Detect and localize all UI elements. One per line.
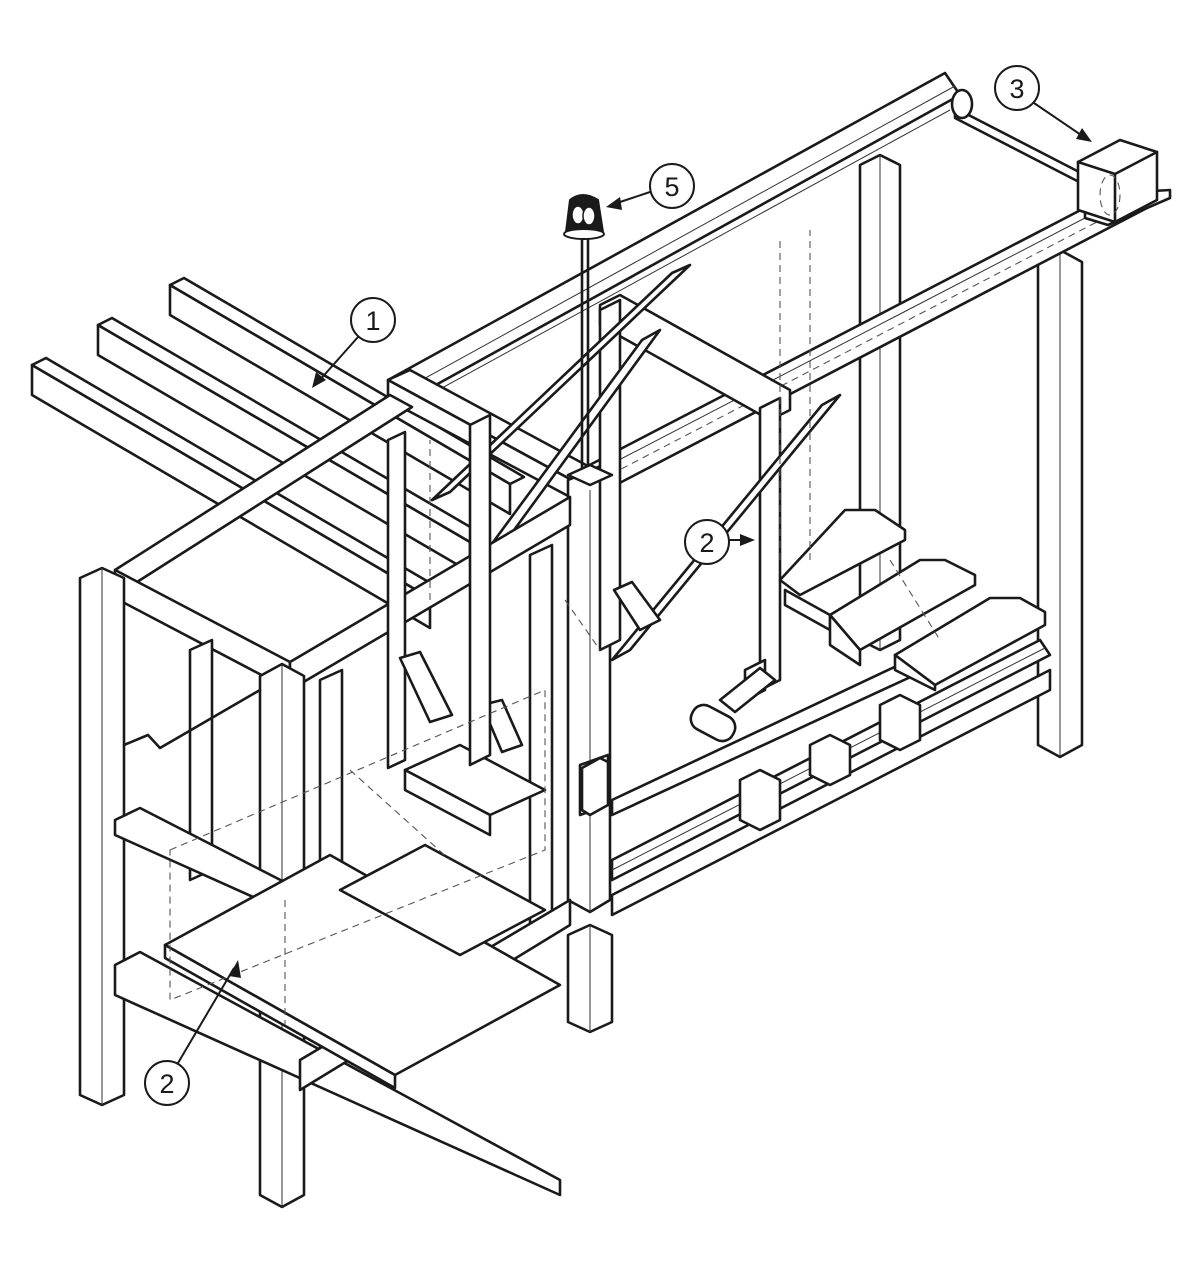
overhead-beams xyxy=(30,276,526,630)
callout-5: 5 xyxy=(606,163,695,210)
callout-3-label: 3 xyxy=(1009,74,1024,104)
hammer-lever xyxy=(689,658,777,743)
callout-3: 3 xyxy=(994,65,1092,142)
warning-beacon xyxy=(563,194,614,487)
motor-box xyxy=(1076,138,1172,227)
callout-2-upper: 2 xyxy=(684,519,755,565)
pallet-stack xyxy=(778,230,1047,692)
hidden-lines xyxy=(169,440,601,1025)
callout-2-lower: 2 xyxy=(144,960,241,1106)
callout-5-label: 5 xyxy=(664,172,679,202)
callout-2-lower-label: 2 xyxy=(159,1069,174,1099)
lower-rails xyxy=(578,638,1052,917)
callout-1: 1 xyxy=(312,297,396,388)
control-box xyxy=(580,756,610,817)
left-frame xyxy=(78,393,614,1209)
pedal-levers xyxy=(398,413,662,767)
callout-2-upper-label: 2 xyxy=(699,528,714,558)
callout-1-label: 1 xyxy=(365,306,380,336)
